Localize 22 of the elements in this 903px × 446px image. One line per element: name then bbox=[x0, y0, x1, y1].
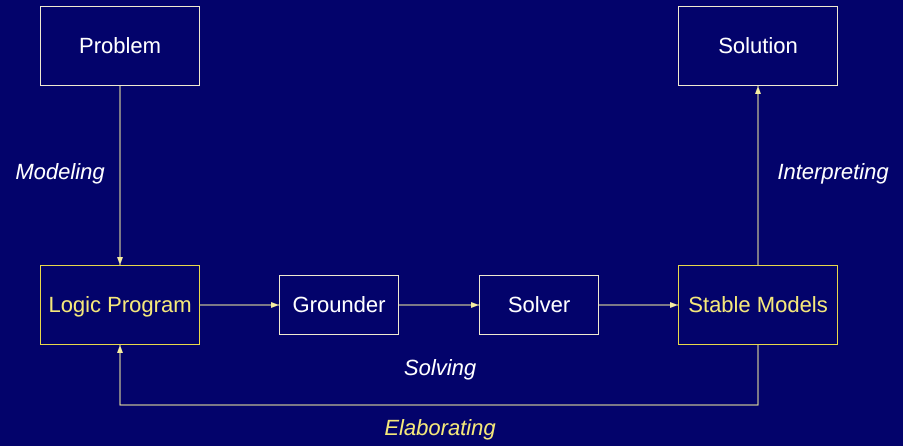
process-box bbox=[678, 265, 838, 345]
process-box bbox=[40, 265, 200, 345]
process-box bbox=[678, 6, 838, 86]
box-label: Stable Models bbox=[687, 292, 829, 318]
box-label: Logic Program bbox=[47, 292, 193, 318]
box-label: Problem bbox=[78, 32, 162, 60]
arrow bbox=[117, 344, 758, 406]
process-box bbox=[40, 6, 200, 86]
stage-label: Solving bbox=[402, 354, 478, 382]
edge-label: Interpreting bbox=[776, 158, 890, 186]
process-box bbox=[479, 275, 599, 335]
arrow bbox=[598, 302, 678, 308]
box-label: Solver bbox=[506, 292, 572, 318]
box-label: Solution bbox=[717, 32, 799, 60]
process-box bbox=[279, 275, 399, 335]
box-label: Grounder bbox=[292, 292, 386, 318]
edge-label: Elaborating bbox=[383, 414, 497, 442]
arrow bbox=[755, 86, 761, 266]
edge-label: Modeling bbox=[14, 158, 106, 186]
arrow bbox=[117, 86, 123, 266]
arrow bbox=[398, 302, 480, 308]
arrow bbox=[200, 302, 280, 308]
